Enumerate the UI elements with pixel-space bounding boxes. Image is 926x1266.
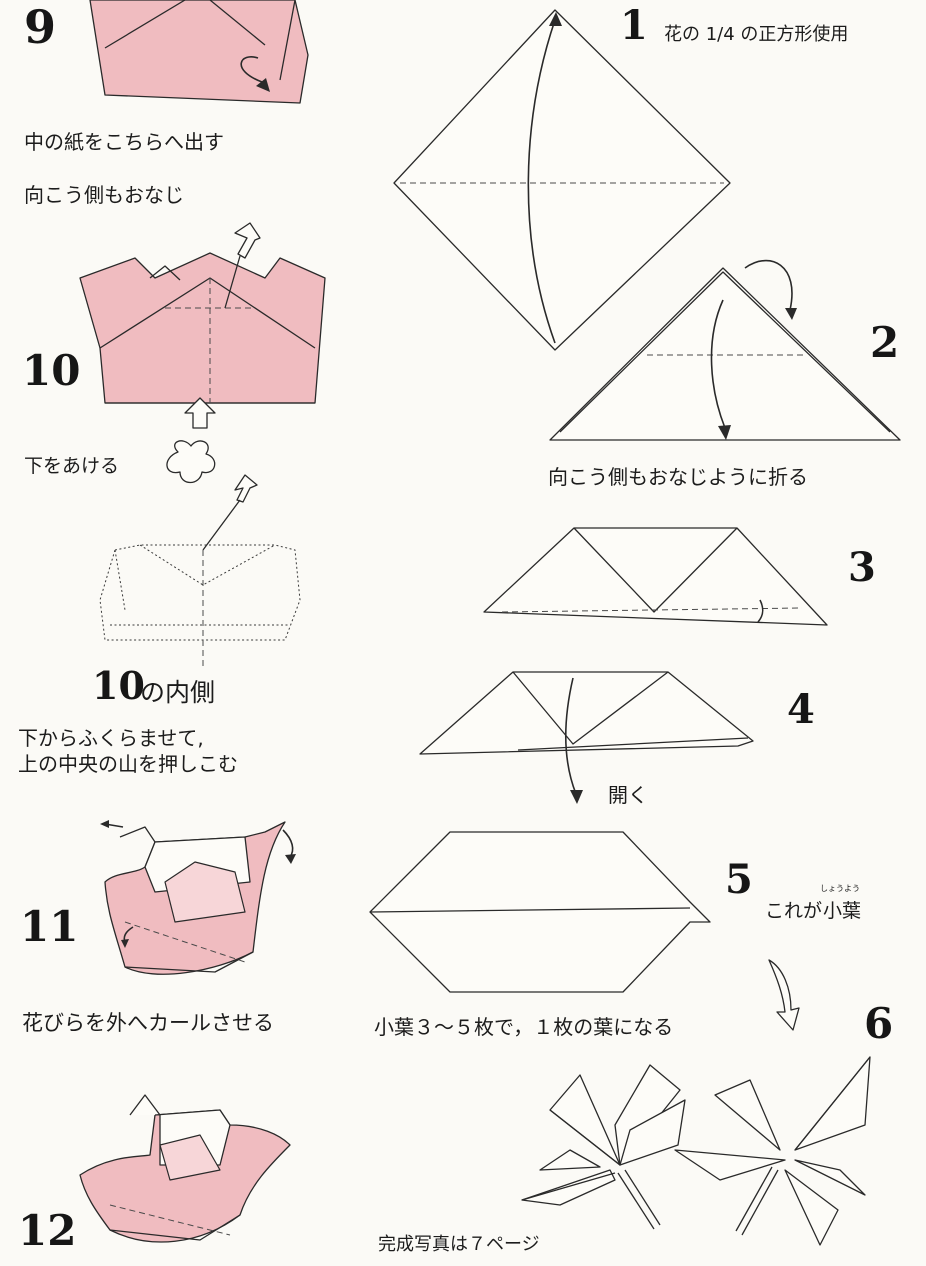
step6-arrow [768,959,800,1031]
footer-note: 完成写真は７ページ [378,1234,540,1255]
step5-note-ruby: しょうよう [820,884,860,893]
step2-number: 2 [870,318,900,367]
step6-number: 6 [864,999,894,1048]
step9-instruction: 中の紙をこちらへ出す [24,130,224,154]
inner-view-instruction-1: 下からふくらませて, [18,726,204,750]
step1-number: 1 [620,2,648,49]
step4-number: 4 [787,686,815,733]
inner-view-title: の内側 [140,678,216,707]
step5-note-word: 小葉 [823,900,862,922]
step5-diagram [369,831,711,993]
step4-caption: 開く [608,783,648,807]
open-bottom-icon [166,440,216,484]
step11-diagram [100,820,296,975]
step10-number: 10 [22,346,81,395]
step2-caption: 向こう側もおなじように折る [548,465,808,489]
step1-diagram [393,9,731,351]
step10-caption: 下をあける [24,455,120,477]
step9-diagram [89,0,309,104]
step12-number: 12 [18,1206,77,1255]
step6-leaves-diagram [521,1056,871,1246]
step2-diagram [549,259,901,441]
leaves-caption: 小葉３～５枚で，１枚の葉になる [374,1015,674,1039]
step11-number: 11 [20,902,79,951]
step12-diagram [79,1094,291,1243]
step1-note: 花の 1/4 の正方形使用 [664,24,849,45]
inner-view-number: 10 [92,663,145,708]
step10-diagram [79,222,326,429]
inner-view-instruction-2: 上の中央の山を押しこむ [18,752,238,776]
step3-number: 3 [848,544,876,591]
step5-note-prefix: これが [765,900,823,922]
step10-inner-diagram [99,474,301,670]
step3-diagram [483,527,828,626]
step4-diagram [419,671,754,804]
step11-caption: 花びらを外へカールさせる [22,1011,274,1035]
step5-number: 5 [725,856,753,903]
step9-note: 向こう側もおなじ [24,183,184,207]
step9-number: 9 [24,0,57,54]
